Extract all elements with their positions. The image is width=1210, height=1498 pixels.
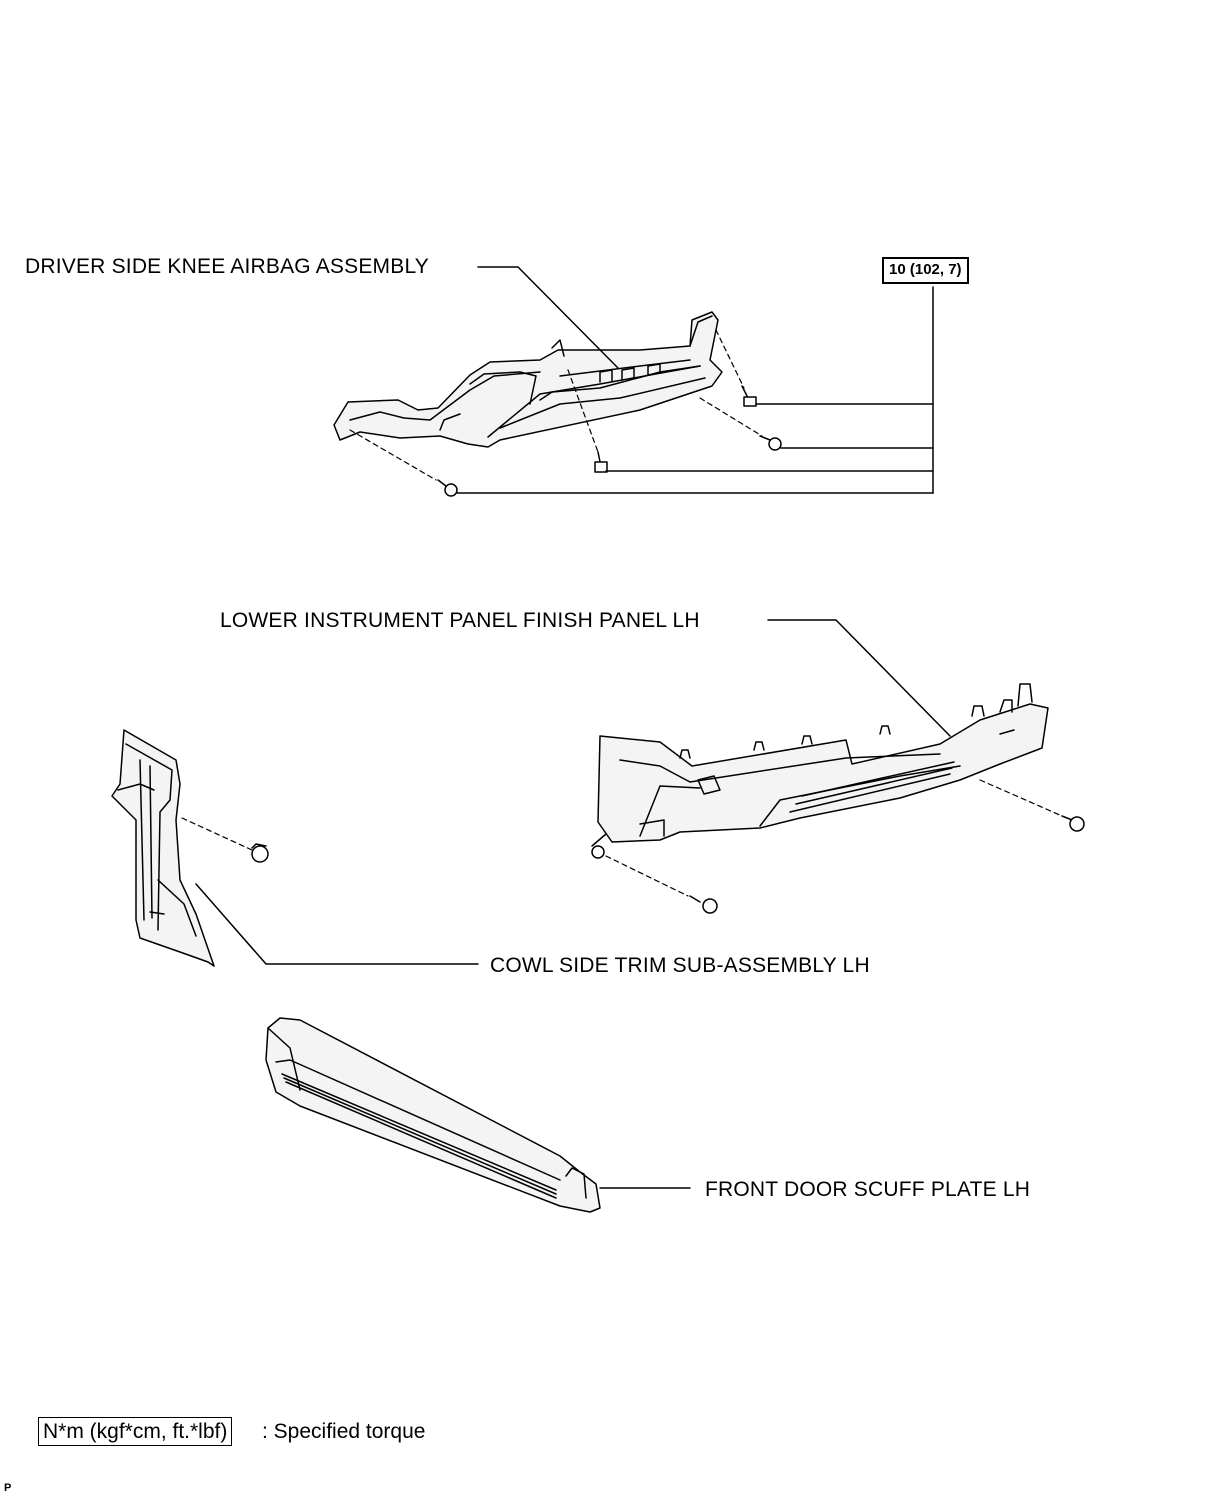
lower-panel-dashed-guides — [605, 779, 1063, 897]
airbag-dashed-guides — [349, 329, 763, 481]
legend-description: : Specified torque — [262, 1420, 426, 1443]
legend-unit-box: N*m (kgf*cm, ft.*lbf) — [38, 1417, 233, 1447]
scuff-plate-label: FRONT DOOR SCUFF PLATE LH — [705, 1178, 1031, 1201]
lower-panel-leader-line — [767, 619, 951, 737]
cowl-dashed-guide — [181, 817, 253, 851]
cowl-leader-line — [195, 883, 479, 965]
airbag-bolt-1 — [741, 385, 757, 407]
cowl-clip — [251, 843, 269, 863]
torque-spec-box: 10 (102, 7) — [882, 257, 969, 284]
cowl-trim-label: COWL SIDE TRIM SUB-ASSEMBLY LH — [490, 954, 870, 977]
knee-airbag-label: DRIVER SIDE KNEE AIRBAG ASSEMBLY — [25, 255, 429, 278]
cowl-trim-part — [111, 729, 215, 967]
airbag-leader-line — [477, 266, 619, 369]
airbag-bolt-3 — [594, 451, 608, 473]
lower-panel-part — [591, 683, 1049, 859]
airbag-bolt-2 — [759, 435, 782, 451]
torque-bracket-lines — [456, 286, 934, 494]
scuff-plate-part — [265, 1017, 601, 1213]
lower-panel-bolt-1 — [1061, 815, 1085, 832]
lower-panel-label: LOWER INSTRUMENT PANEL FINISH PANEL LH — [220, 609, 700, 632]
footer-code: P — [4, 1482, 12, 1494]
airbag-bolt-4 — [437, 479, 458, 497]
knee-airbag-part — [333, 311, 723, 448]
lower-panel-bolt-2 — [689, 895, 718, 914]
